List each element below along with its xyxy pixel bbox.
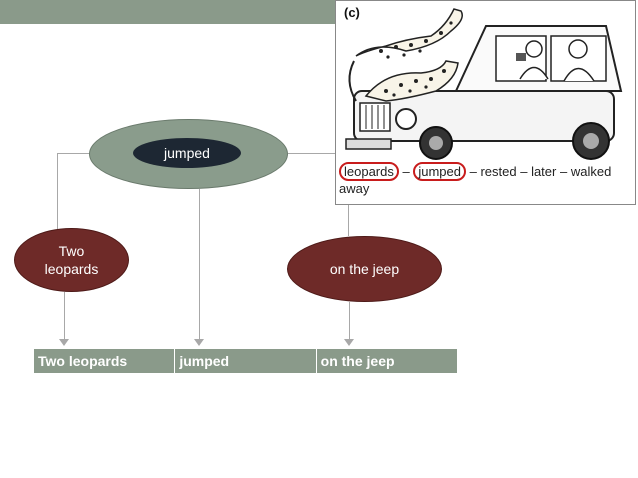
caption-word-later: later [531, 164, 557, 179]
arrow-right-down [344, 339, 354, 346]
panel-label: (c) [344, 5, 360, 20]
header-band [0, 0, 335, 24]
place-label: on the jeep [329, 261, 400, 277]
table-cell-place: on the jeep [320, 353, 395, 369]
connector-left-horizontal [57, 153, 90, 154]
subject-oval: Two leopards [14, 228, 129, 292]
caption-word-walked: walked [570, 164, 612, 179]
subject-label: Two leopards [44, 243, 99, 277]
table-cell-verb: jumped [175, 349, 317, 373]
table-cell-subject: Two leopards [34, 349, 176, 373]
arrow-center-down [194, 339, 204, 346]
leopards-jeep-illustration [345, 8, 623, 160]
connector-right-down [349, 302, 350, 340]
place-oval: on the jeep [287, 236, 442, 302]
connector-center-down [199, 189, 200, 340]
sentence-table: Two leopards jumped on the jeep [34, 349, 457, 373]
verb-label: jumped [133, 138, 241, 168]
arrow-left-down [59, 339, 69, 346]
caption-word-rested: rested [480, 164, 517, 179]
caption-word-away: away [339, 181, 370, 196]
illustration-panel: (c) l [335, 0, 636, 205]
caption-word-jumped: jumped [413, 162, 466, 181]
connector-right-horizontal [288, 153, 348, 154]
caption-word-leopards: leopards [339, 162, 399, 181]
illustration-caption: leopards – jumped – rested – later – wal… [339, 162, 612, 196]
connector-right-vertical-top [348, 205, 349, 236]
connector-left-down [64, 292, 65, 340]
connector-left-vertical-top [57, 153, 58, 229]
